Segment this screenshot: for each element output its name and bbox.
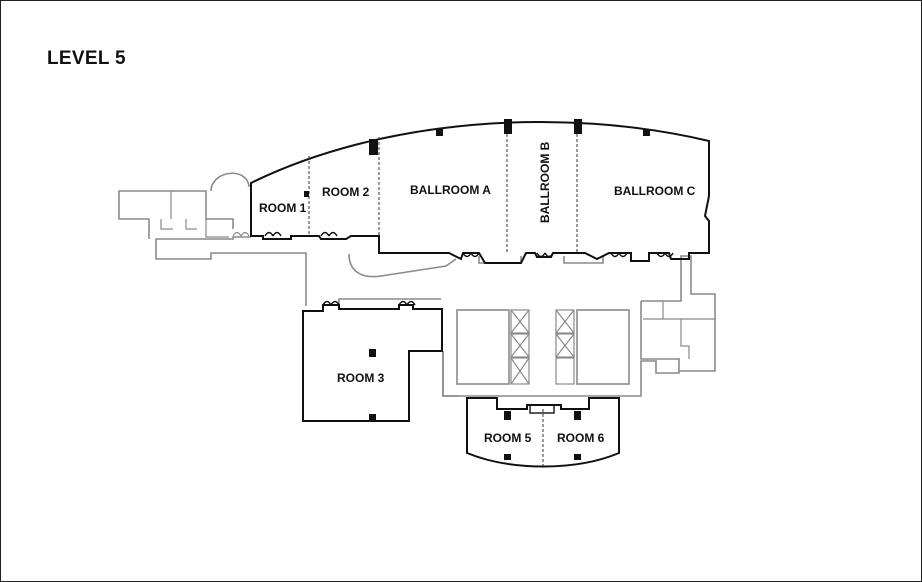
room-3-label: ROOM 3 bbox=[337, 371, 385, 385]
core-right bbox=[576, 309, 630, 385]
elevators-left bbox=[510, 309, 530, 385]
columns bbox=[304, 119, 650, 460]
elevators-right bbox=[555, 309, 575, 385]
level-title: LEVEL 5 bbox=[47, 48, 126, 69]
room-walls bbox=[250, 121, 710, 468]
room3-outline bbox=[302, 304, 443, 422]
left-wing-rooms bbox=[118, 190, 234, 239]
left-wing-partitions bbox=[160, 191, 229, 238]
right-service-partitions bbox=[643, 301, 715, 359]
door-swings bbox=[232, 231, 674, 414]
core-outer-wall bbox=[442, 351, 680, 397]
room-6-label: ROOM 6 bbox=[557, 431, 605, 445]
right-service-block bbox=[640, 255, 716, 372]
service-areas bbox=[118, 172, 716, 397]
left-corridor-wall bbox=[155, 236, 307, 306]
movable-partitions bbox=[308, 119, 578, 466]
ballroom-complex-outline bbox=[250, 121, 710, 264]
ballroom-b-label: BALLROOM B bbox=[538, 141, 552, 223]
core-left bbox=[456, 309, 510, 385]
curved-lobby-wall bbox=[348, 253, 457, 278]
ballroom-c-label: BALLROOM C bbox=[614, 184, 696, 198]
room-5-label: ROOM 5 bbox=[484, 431, 532, 445]
round-stair bbox=[210, 172, 251, 192]
room-2-label: ROOM 2 bbox=[322, 185, 370, 199]
room-1-label: ROOM 1 bbox=[259, 201, 307, 215]
ballroom-a-label: BALLROOM A bbox=[410, 183, 491, 197]
